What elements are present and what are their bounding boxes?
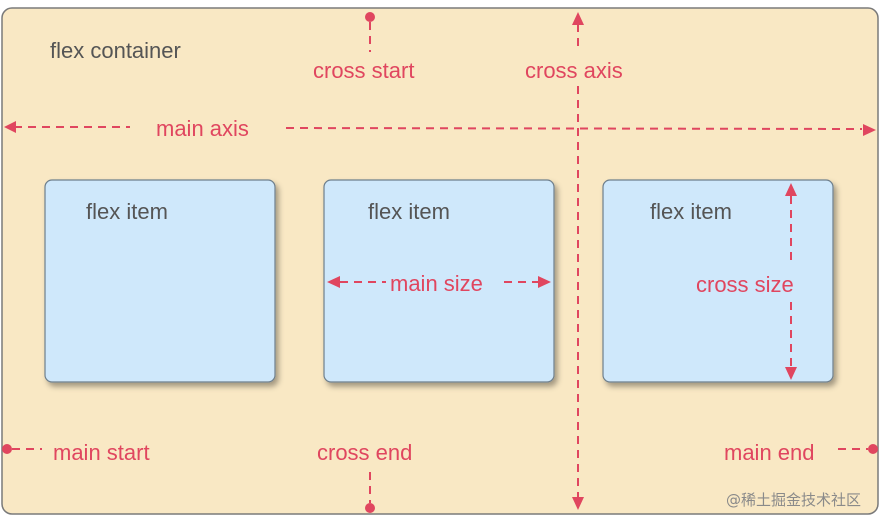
- cross-size-label: cross size: [696, 272, 794, 297]
- cross-start-marker: [365, 12, 375, 52]
- main-axis-label: main axis: [156, 116, 249, 141]
- flex-item-3: [602, 179, 834, 383]
- main-size-arrow: [327, 276, 551, 288]
- cross-size-arrow: [785, 183, 797, 380]
- main-end-marker: [838, 444, 878, 454]
- flex-item-2: [323, 179, 555, 383]
- main-end-label: main end: [724, 440, 815, 465]
- flex-item-1: [44, 179, 276, 383]
- main-start-marker: [2, 444, 42, 454]
- flex-item-3-label: flex item: [650, 199, 732, 224]
- cross-axis-label: cross axis: [525, 58, 623, 83]
- cross-end-label: cross end: [317, 440, 412, 465]
- watermark: @稀土掘金技术社区: [726, 491, 861, 509]
- flex-item-1-label: flex item: [86, 199, 168, 224]
- cross-start-label: cross start: [313, 58, 414, 83]
- container-label: flex container: [50, 38, 181, 63]
- flex-item-2-label: flex item: [368, 199, 450, 224]
- main-axis-arrow: [4, 121, 876, 136]
- main-start-label: main start: [53, 440, 150, 465]
- cross-axis-arrow: [572, 12, 584, 510]
- main-size-label: main size: [390, 271, 483, 296]
- cross-end-marker: [365, 472, 375, 513]
